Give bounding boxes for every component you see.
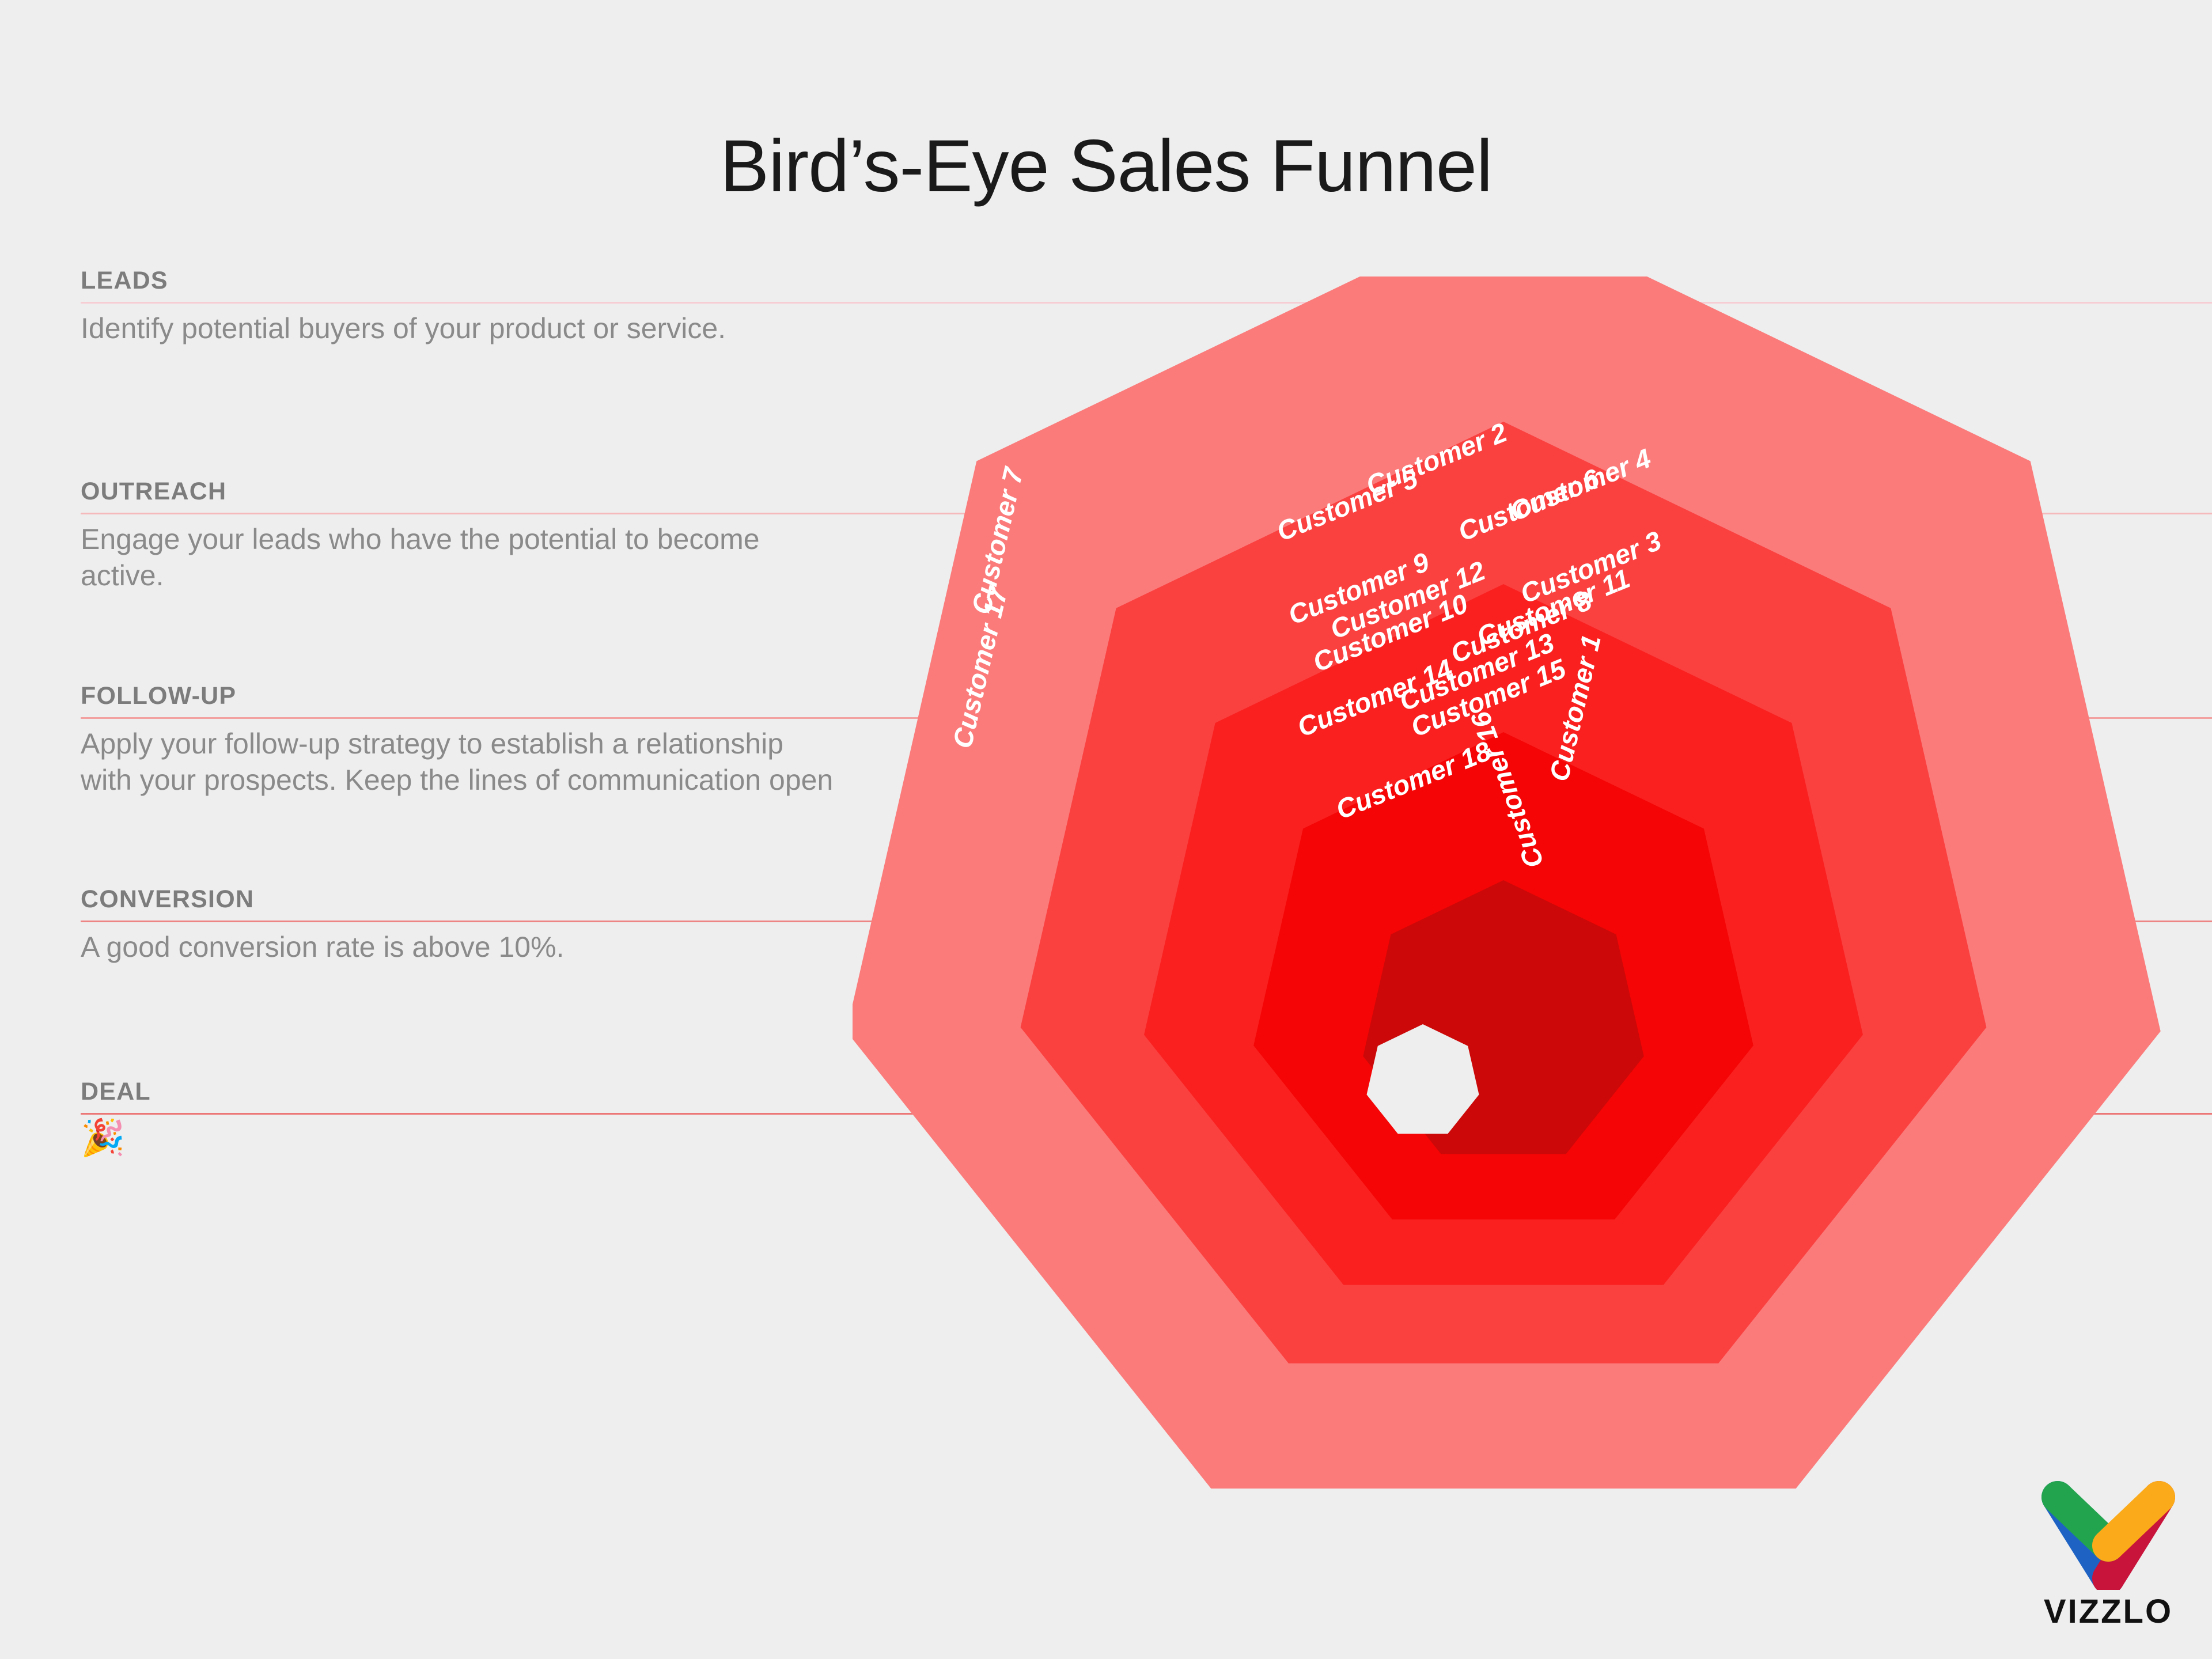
stage-block-leads: LEADS Identify potential buyers of your … — [81, 268, 830, 347]
stage-label-followup: FOLLOW-UP — [81, 682, 237, 710]
stage-description-conversion: A good conversion rate is above 10%. — [81, 931, 565, 963]
stage-description-followup: Apply your follow-up strategy to establi… — [81, 728, 834, 796]
stage-label-outreach: OUTREACH — [81, 478, 227, 505]
stage-block-deal: DEAL 🎉 — [81, 1080, 830, 1156]
stage-label-deal: DEAL — [81, 1078, 151, 1105]
vizzlo-wordmark: VIZZLO — [2043, 1593, 2173, 1630]
stage-description-outreach: Engage your leads who have the potential… — [81, 523, 760, 592]
party-popper-icon: 🎉 — [81, 1118, 126, 1158]
stage-description-leads: Identify potential buyers of your produc… — [81, 312, 726, 344]
funnel-rings — [853, 276, 2161, 1489]
stage-block-outreach: OUTREACH Engage your leads who have the … — [81, 479, 830, 594]
stage-block-conversion: CONVERSION A good conversion rate is abo… — [81, 887, 830, 965]
stage-label-leads: LEADS — [81, 267, 168, 294]
page-title: Bird’s-Eye Sales Funnel — [719, 125, 1493, 207]
vizzlo-logo: VIZZLO — [2022, 1472, 2195, 1639]
stage-rule-leads — [81, 302, 2212, 304]
stage-block-followup: FOLLOW-UP Apply your follow-up strategy … — [81, 682, 833, 798]
funnel-center-hole — [1366, 1024, 1479, 1134]
stage-label-conversion: CONVERSION — [81, 885, 255, 913]
vizzlo-mark-icon — [2041, 1481, 2175, 1590]
